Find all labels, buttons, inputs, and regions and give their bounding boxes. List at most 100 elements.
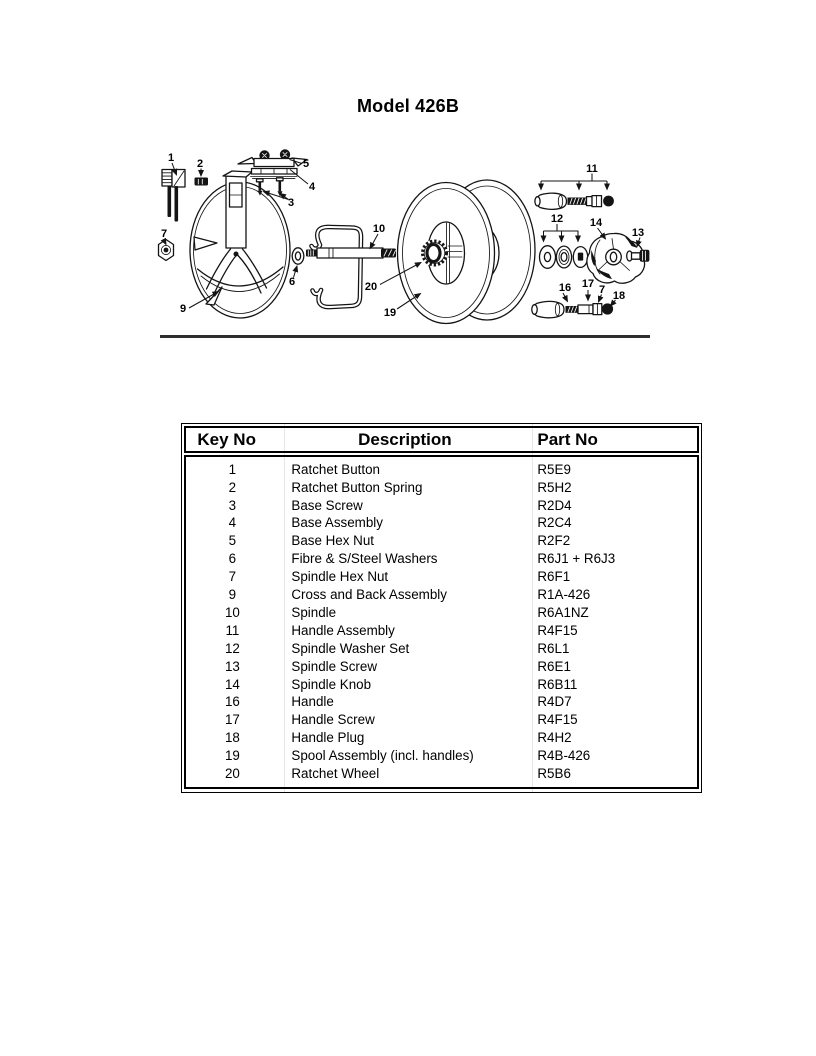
cell-desc: Spool Assembly (incl. handles) — [291, 748, 474, 764]
header-key-no: Key No — [197, 429, 256, 449]
cell-key: 16 — [224, 694, 240, 710]
cell-part: R2D4 — [537, 497, 572, 513]
cell-part: R6F1 — [537, 569, 571, 585]
cell-key: 18 — [224, 730, 240, 746]
exploded-parts-diagram: 1 2 3 4 5 6 7 9 10 11 12 13 14 16 17 7 1… — [157, 149, 650, 325]
callout-12: 12 — [551, 213, 563, 225]
cell-desc: Spindle Washer Set — [291, 640, 410, 656]
cell-key: 20 — [224, 765, 240, 781]
cell-part: R6A1NZ — [537, 604, 589, 620]
washer-set-drawing — [538, 245, 589, 269]
cell-part: R5B6 — [537, 765, 571, 781]
callout-6: 6 — [289, 276, 295, 288]
cell-key: 14 — [224, 676, 240, 692]
table-row: 10 Spindle R6A1NZ — [186, 604, 696, 622]
hex-nut-drawing — [157, 238, 175, 262]
callout-4: 4 — [309, 181, 316, 193]
cell-part: R2F2 — [537, 533, 571, 549]
cell-desc: Spindle — [291, 604, 337, 620]
line-guard-drawing — [309, 224, 364, 310]
cell-desc: Base Hex Nut — [291, 533, 375, 549]
table-row: 14 Spindle Knob R6B11 — [186, 675, 696, 693]
ratchet-spring-drawing — [194, 177, 208, 186]
handle-assembly-drawing — [534, 192, 614, 210]
callout-11: 11 — [586, 163, 598, 175]
cell-desc: Cross and Back Assembly — [291, 587, 447, 603]
cell-part: R6B11 — [537, 676, 578, 692]
cell-desc: Handle Screw — [291, 712, 375, 728]
table-row: 16 Handle R4D7 — [186, 693, 696, 711]
cell-key: 13 — [224, 658, 240, 674]
cell-part: R6L1 — [537, 640, 570, 656]
spool-drawing — [396, 179, 536, 325]
spindle-knob-drawing — [586, 232, 646, 284]
table-row: 18 Handle Plug R4H2 — [186, 729, 696, 747]
table-row: 9 Cross and Back Assembly R1A-426 — [186, 586, 696, 604]
cell-desc: Fibre & S/Steel Washers — [291, 551, 438, 567]
table-row: 17 Handle Screw R4F15 — [186, 711, 696, 729]
callout-5: 5 — [303, 158, 309, 170]
cell-desc: Spindle Knob — [291, 676, 372, 692]
callout-13: 13 — [632, 227, 644, 239]
cell-key: 17 — [224, 712, 240, 728]
base-assembly-drawing — [237, 149, 308, 197]
cell-part: R4H2 — [537, 730, 572, 746]
cell-key: 10 — [224, 604, 240, 620]
cell-part: R5E9 — [537, 461, 571, 477]
callout-7: 7 — [161, 228, 167, 240]
cell-key: 1 — [228, 461, 237, 477]
diagram-callouts: 1 2 3 4 5 6 7 9 10 11 12 13 14 16 17 7 1… — [160, 152, 644, 319]
cell-key: 4 — [228, 515, 237, 531]
cell-part: R5H2 — [537, 479, 572, 495]
callout-19: 19 — [384, 307, 396, 319]
callout-3: 3 — [288, 197, 294, 209]
table-column-line — [532, 424, 533, 792]
table-row: 7 Spindle Hex Nut R6F1 — [186, 568, 696, 586]
callout-17: 17 — [582, 278, 594, 290]
page-title: Model 426B — [356, 96, 460, 116]
cell-key: 7 — [228, 569, 237, 585]
cell-desc: Spindle Screw — [291, 658, 377, 674]
ratchet-button-drawing — [161, 168, 186, 222]
cell-part: R4B-426 — [537, 748, 591, 764]
table-row: 6 Fibre & S/Steel Washers R6J1 + R6J3 — [186, 550, 696, 568]
cell-key: 3 — [228, 497, 237, 513]
washer-drawing — [291, 247, 305, 265]
spindle-screw-drawing — [626, 249, 650, 262]
cell-desc: Handle — [291, 694, 334, 710]
cell-key: 2 — [228, 479, 237, 495]
table-row: 11 Handle Assembly R4F15 — [186, 621, 696, 639]
callout-10: 10 — [373, 223, 385, 235]
header-part-no: Part No — [537, 429, 598, 449]
cell-desc: Base Screw — [291, 497, 363, 513]
callout-18: 18 — [613, 290, 625, 302]
cell-desc: Spindle Hex Nut — [291, 569, 389, 585]
table-row: 13 Spindle Screw R6E1 — [186, 657, 696, 675]
cell-desc: Ratchet Wheel — [291, 765, 380, 781]
cross-back-assembly-drawing — [189, 170, 291, 319]
table-row: 20 Ratchet Wheel R5B6 — [186, 765, 696, 783]
cell-desc: Ratchet Button Spring — [291, 479, 423, 495]
table-header-row: Key No Description Part No — [184, 426, 699, 453]
table-column-line — [284, 424, 285, 792]
cell-key: 19 — [224, 748, 240, 764]
table-row: 3 Base Screw R2D4 — [186, 496, 696, 514]
cell-part: R4D7 — [537, 694, 572, 710]
table-row: 2 Ratchet Button Spring R5H2 — [186, 478, 696, 496]
cell-part: R6J1 + R6J3 — [537, 551, 616, 567]
cell-part: R1A-426 — [537, 587, 591, 603]
cell-desc: Handle Assembly — [291, 622, 395, 638]
table-body: 1 Ratchet Button R5E9 2 Ratchet Button S… — [184, 455, 699, 790]
callout-14: 14 — [590, 217, 603, 229]
cell-key: 12 — [224, 640, 240, 656]
table-row: 12 Spindle Washer Set R6L1 — [186, 639, 696, 657]
table-row: 19 Spool Assembly (incl. handles) R4B-42… — [186, 747, 696, 765]
parts-table: Key No Description Part No 1 Ratchet But… — [181, 423, 702, 793]
callout-9: 9 — [180, 303, 186, 315]
cell-part: R4F15 — [537, 622, 578, 638]
cell-part: R2C4 — [537, 515, 572, 531]
callout-2: 2 — [197, 158, 203, 170]
header-description: Description — [358, 429, 452, 449]
cell-key: 9 — [228, 587, 237, 603]
